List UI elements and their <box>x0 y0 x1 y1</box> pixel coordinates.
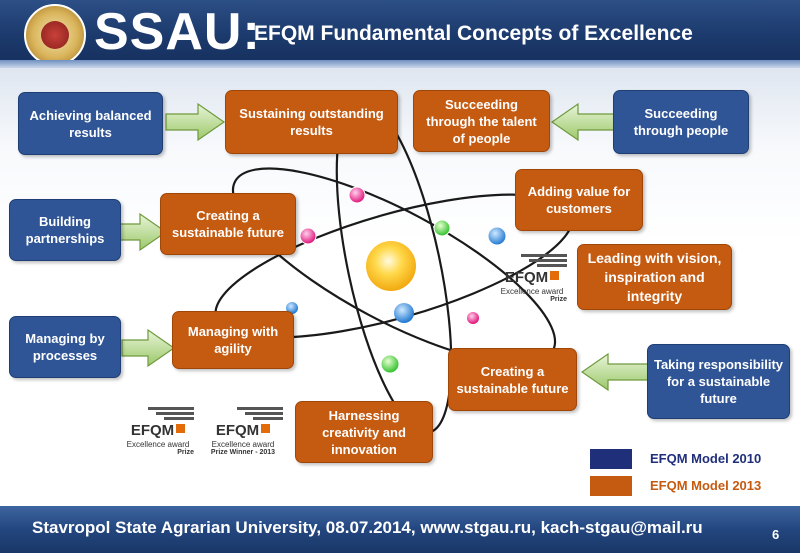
efqm-caption: Excellence award <box>126 440 190 449</box>
box-line: Succeeding <box>445 96 518 112</box>
box-line: sustainable future <box>172 225 284 240</box>
electron-magenta-right <box>467 312 479 324</box>
box-line: partnerships <box>25 231 105 246</box>
efqm-caption: Excellence award <box>500 287 564 296</box>
arrow-left-icon <box>580 352 649 392</box>
efqm-square-icon <box>550 271 560 280</box>
footer-bar: Stavropol State Agrarian University, 08.… <box>0 506 800 553</box>
slide-subtitle: EFQM Fundamental Concepts of Excellence <box>254 22 693 45</box>
box-line: Managing by <box>25 331 105 346</box>
arrow-right-icon <box>121 328 176 368</box>
box-line: Leading with vision, <box>587 249 722 266</box>
box-line: innovation <box>331 441 397 457</box>
legend-swatch-2013 <box>590 476 632 496</box>
electron-magenta-left <box>299 227 317 245</box>
box-line: sustainable future <box>456 380 569 396</box>
box-line: Taking responsibility <box>653 357 784 372</box>
managing-with-agility-box: Managing with agility <box>172 311 294 369</box>
box-line: Creating a <box>196 208 260 223</box>
sustaining-outstanding-results-box: Sustaining outstanding results <box>225 90 398 154</box>
electron-green-right <box>433 219 451 237</box>
efqm-word: EFQM <box>215 422 260 439</box>
box-line: Creating a <box>480 363 545 379</box>
efqm-word: EFQM <box>130 422 175 439</box>
efqm-award-logo: EFQM Excellence award Prize <box>497 252 567 304</box>
creating-sustainable-future-box: Creating a sustainable future <box>160 193 296 255</box>
university-seal-icon <box>24 4 86 66</box>
arrow-right-icon <box>165 102 226 142</box>
header-divider <box>0 60 800 68</box>
taking-responsibility-box: Taking responsibility for a sustainable fu… <box>647 344 790 419</box>
arrow-right-icon <box>115 212 168 252</box>
seal-center <box>41 21 69 49</box>
efqm-word: EFQM <box>504 269 549 286</box>
box-line: integrity <box>626 287 683 304</box>
box-line: through people <box>633 123 729 138</box>
box-line: Adding value for <box>527 184 631 199</box>
efqm-bars-icon <box>203 407 283 420</box>
adding-value-customers-box: Adding value for customers <box>515 169 643 231</box>
electron-green-bottom <box>380 354 400 374</box>
managing-by-processes-box: Managing by processes <box>9 316 121 378</box>
box-line: through the talent <box>426 113 537 129</box>
efqm-prize: Prize <box>177 449 194 456</box>
electron-blue-right <box>487 226 507 246</box>
building-partnerships-box: Building partnerships <box>9 199 121 261</box>
brand-title: SSAU: <box>94 3 261 61</box>
box-line: Managing with <box>187 324 279 339</box>
nucleus <box>366 241 416 291</box>
electron-blue-center <box>394 303 414 323</box>
box-line: results <box>69 124 112 140</box>
legend-label-2013: EFQM Model 2013 <box>650 478 762 493</box>
legend-swatch-2010 <box>590 449 632 469</box>
efqm-award-winner-logo: EFQM Excellence award Prize Winner - 201… <box>203 405 283 457</box>
leading-with-vision-box: Leading with vision, inspiration and integ… <box>577 244 732 310</box>
page-number: 6 <box>772 527 780 542</box>
efqm-prize: Prize Winner - 2013 <box>210 449 276 456</box>
box-line: Succeeding <box>644 106 718 121</box>
box-line: Harnessing <box>328 407 400 423</box>
box-line: inspiration and <box>604 268 705 285</box>
efqm-award-logo: EFQM Excellence award Prize <box>122 405 194 457</box>
efqm-prize: Prize <box>550 296 567 303</box>
legend-label-2010: EFQM Model 2010 <box>650 451 762 466</box>
efqm-bars-icon <box>122 407 194 420</box>
efqm-square-icon <box>261 424 271 433</box>
box-line: agility <box>214 341 252 356</box>
box-line: for a sustainable <box>666 374 771 389</box>
box-line: future <box>700 391 737 406</box>
box-line: results <box>290 123 333 138</box>
title-bar: SSAU: EFQM Fundamental Concepts of Excel… <box>0 0 800 66</box>
arrow-left-icon <box>550 102 615 142</box>
efqm-square-icon <box>176 424 186 433</box>
box-line: creativity and <box>322 424 406 440</box>
box-line: customers <box>546 201 612 216</box>
footer-text: Stavropol State Agrarian University, 08.… <box>32 518 703 537</box>
box-line: Building <box>39 214 91 229</box>
box-line: Achieving balanced <box>29 107 152 123</box>
box-line: Sustaining outstanding <box>239 106 384 121</box>
box-line: of people <box>452 130 511 146</box>
box-line: processes <box>32 348 98 363</box>
efqm-bars-icon <box>497 254 567 267</box>
efqm-caption: Excellence award <box>211 440 275 449</box>
electron-magenta-top <box>348 186 366 204</box>
succeeding-through-people-box: Succeeding through people <box>613 90 749 154</box>
